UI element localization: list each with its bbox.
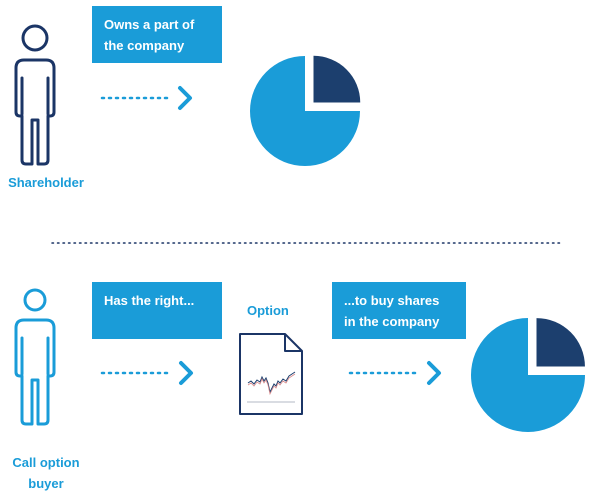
- top-pie-share-slice: [313, 55, 361, 103]
- option-document-chart-icon: [239, 333, 303, 415]
- shareholder-label: Shareholder: [8, 175, 84, 190]
- bottom-pie-share-slice: [536, 318, 585, 367]
- top-arrow-right-icon: [100, 86, 192, 110]
- bottom-arrow-right-icon-2: [348, 361, 441, 385]
- buy-shares-callout: ...to buy shares in the company: [332, 282, 466, 339]
- buy-shares-line1: ...to buy shares: [344, 293, 440, 308]
- buy-shares-line2: in the company: [344, 314, 440, 329]
- top-pie-main-slice: [250, 56, 360, 166]
- bottom-arrow-right-icon-1: [100, 361, 193, 385]
- has-right-text: Has the right...: [104, 293, 195, 308]
- has-right-callout: Has the right...: [92, 282, 222, 339]
- shareholder-person-icon: [14, 24, 56, 166]
- owns-part-callout: Owns a part of the company: [92, 6, 222, 63]
- option-label: Option: [247, 303, 289, 318]
- top-pie-chart-icon: [250, 55, 361, 166]
- bottom-pie-main-slice: [471, 318, 585, 432]
- call-option-buyer-person-icon: [14, 288, 56, 426]
- call-option-buyer-line1: Call option: [12, 455, 80, 470]
- call-option-buyer-label: Call option buyer: [0, 452, 92, 494]
- bottom-pie-chart-icon: [471, 318, 585, 432]
- owns-part-line2: the company: [104, 38, 185, 53]
- owns-part-line1: Owns a part of: [104, 17, 195, 32]
- call-option-buyer-line2: buyer: [28, 476, 64, 491]
